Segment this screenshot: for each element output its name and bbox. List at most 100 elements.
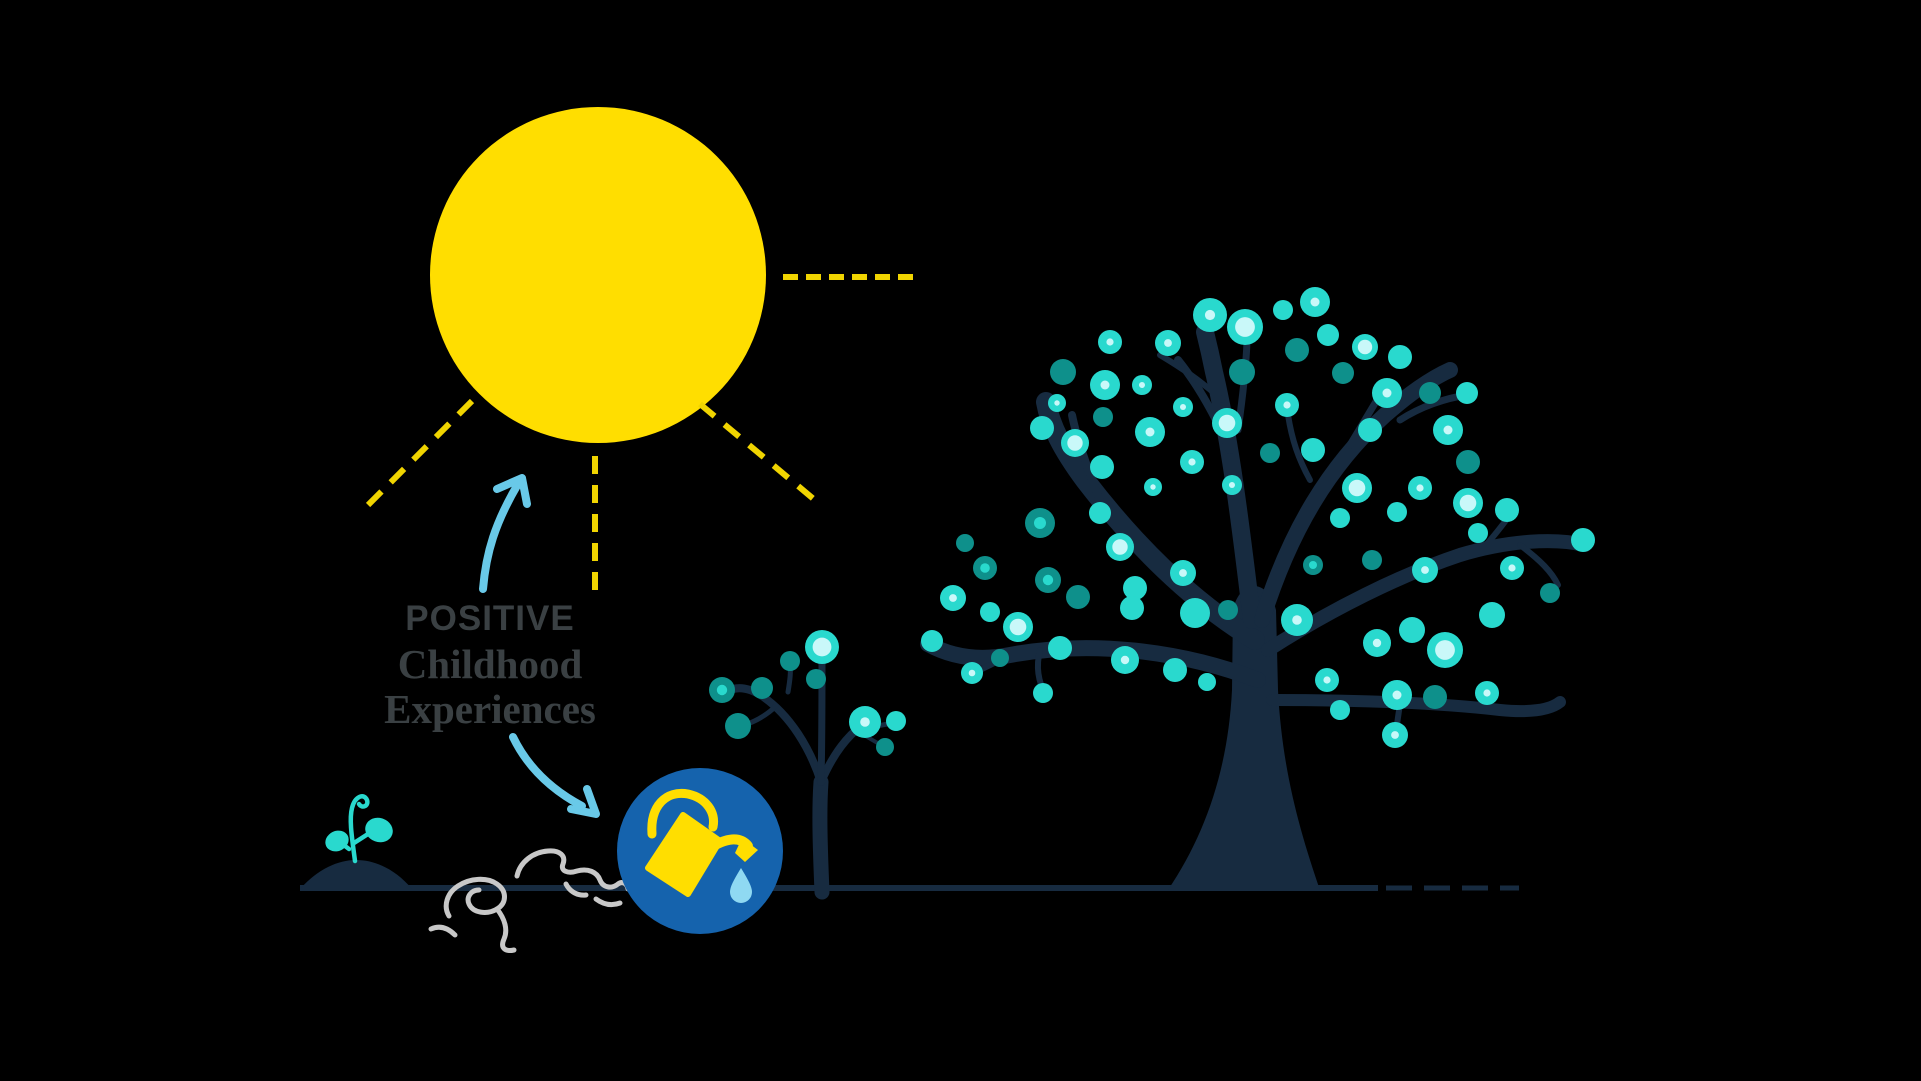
leaf-circle: [1388, 345, 1412, 369]
leaf-highlight: [1292, 615, 1302, 625]
leaf-highlight: [1435, 640, 1455, 660]
arrow-to-sun: [479, 480, 522, 593]
sun-ray-down-left: [363, 398, 475, 510]
leaf-circle: [1495, 498, 1519, 522]
watering-can-badge: [617, 768, 783, 934]
watering-can-icon: [645, 788, 758, 903]
leaf-circle: [1399, 617, 1425, 643]
droplet-icon: [730, 868, 752, 903]
label-childhood: Childhood: [397, 641, 583, 687]
leaf-circle: [1456, 450, 1480, 474]
leaf-circle: [1229, 359, 1255, 385]
leaf-highlight: [1348, 479, 1366, 497]
leaf-highlight: [1483, 689, 1491, 697]
leaf-circle: [1317, 324, 1339, 346]
leaf-circle: [1093, 407, 1113, 427]
squiggle-line: [563, 881, 589, 898]
sprout-leaf-stem: [351, 831, 371, 846]
leaf-highlight: [1443, 425, 1453, 435]
leaf-highlight: [1459, 494, 1477, 512]
arrows-group: [479, 474, 600, 818]
sprout-leaf: [325, 830, 349, 852]
leaf-highlight: [1204, 309, 1216, 321]
squiggle-line: [514, 848, 631, 892]
leaf-circle: [956, 534, 974, 552]
leaf-circle: [1387, 502, 1407, 522]
tree-branch: [1285, 412, 1313, 483]
leaf-highlight: [1416, 484, 1424, 492]
leaf-circle: [1123, 576, 1147, 600]
sun-icon: [430, 107, 766, 443]
leaf-circle: [1260, 443, 1280, 463]
label-experiences: Experiences: [384, 686, 596, 732]
sapling-trunk: [812, 774, 830, 900]
leaf-circle: [1330, 508, 1350, 528]
tree-branch: [1157, 352, 1225, 403]
leaf-highlight: [1179, 569, 1187, 577]
can-spout-tip: [735, 838, 758, 862]
leaf-highlight: [1054, 400, 1060, 406]
leaf-circle: [1180, 598, 1210, 628]
leaf-highlight: [1421, 566, 1429, 574]
leaf-highlight: [1180, 404, 1186, 410]
can-handle: [647, 788, 719, 839]
leaf-highlight: [716, 684, 728, 696]
leaf-highlight: [1120, 655, 1130, 665]
leaf-circle: [1456, 382, 1478, 404]
label-positive: POSITIVE: [405, 599, 575, 638]
leaf-highlight: [1391, 731, 1399, 739]
squiggle-line: [494, 906, 517, 953]
leaf-highlight: [1310, 297, 1320, 307]
leaf-circle: [991, 649, 1009, 667]
leaf-circle: [1330, 700, 1350, 720]
squiggle-line: [593, 896, 623, 908]
leaf-circle: [886, 711, 906, 731]
tree-leaves: [921, 287, 1595, 748]
leaf-circle: [780, 651, 800, 671]
leaf-highlight: [1009, 618, 1027, 636]
arrow-to-watering-can: [509, 733, 586, 810]
leaf-circle: [921, 630, 943, 652]
leaf-highlight: [1067, 435, 1083, 451]
leaf-circle: [1120, 596, 1144, 620]
sapling-icon: [709, 630, 906, 900]
leaf-highlight: [1382, 388, 1392, 398]
arrow-to-watering-can-head: [567, 785, 600, 818]
leaf-circle: [1218, 600, 1238, 620]
leaf-highlight: [1229, 482, 1235, 488]
leaf-highlight: [812, 637, 832, 657]
leaf-highlight: [1100, 380, 1110, 390]
leaf-circle: [980, 602, 1000, 622]
leaf-circle: [1033, 683, 1053, 703]
leaf-highlight: [1139, 382, 1145, 388]
leaf-highlight: [1188, 458, 1196, 466]
leaf-highlight: [949, 594, 957, 602]
leaf-highlight: [1106, 338, 1114, 346]
leaf-circle: [1419, 382, 1441, 404]
soil-mound: [300, 860, 412, 889]
tree-branch: [1261, 534, 1592, 657]
leaf-highlight: [1235, 317, 1255, 337]
leaf-circle: [751, 677, 773, 699]
tree-branch: [1266, 694, 1566, 718]
leaf-highlight: [968, 669, 976, 677]
leaf-highlight: [1218, 414, 1236, 432]
leaf-circle: [1423, 685, 1447, 709]
leaf-circle: [1089, 502, 1111, 524]
leaf-highlight: [1112, 539, 1128, 555]
leaf-circle: [1163, 658, 1187, 682]
leaf-circle: [1540, 583, 1560, 603]
leaf-circle: [1468, 523, 1488, 543]
leaf-circle: [1066, 585, 1090, 609]
leaf-highlight: [1034, 517, 1046, 529]
tree-trunk: [1168, 586, 1320, 890]
leaf-circle: [1571, 528, 1595, 552]
sapling-branch: [722, 684, 825, 786]
leaf-circle: [1273, 300, 1293, 320]
scribble-roots-icon: [428, 848, 631, 953]
leaf-circle: [1479, 602, 1505, 628]
leaf-highlight: [1150, 484, 1156, 490]
leaf-highlight: [860, 717, 870, 727]
leaf-highlight: [1508, 564, 1516, 572]
